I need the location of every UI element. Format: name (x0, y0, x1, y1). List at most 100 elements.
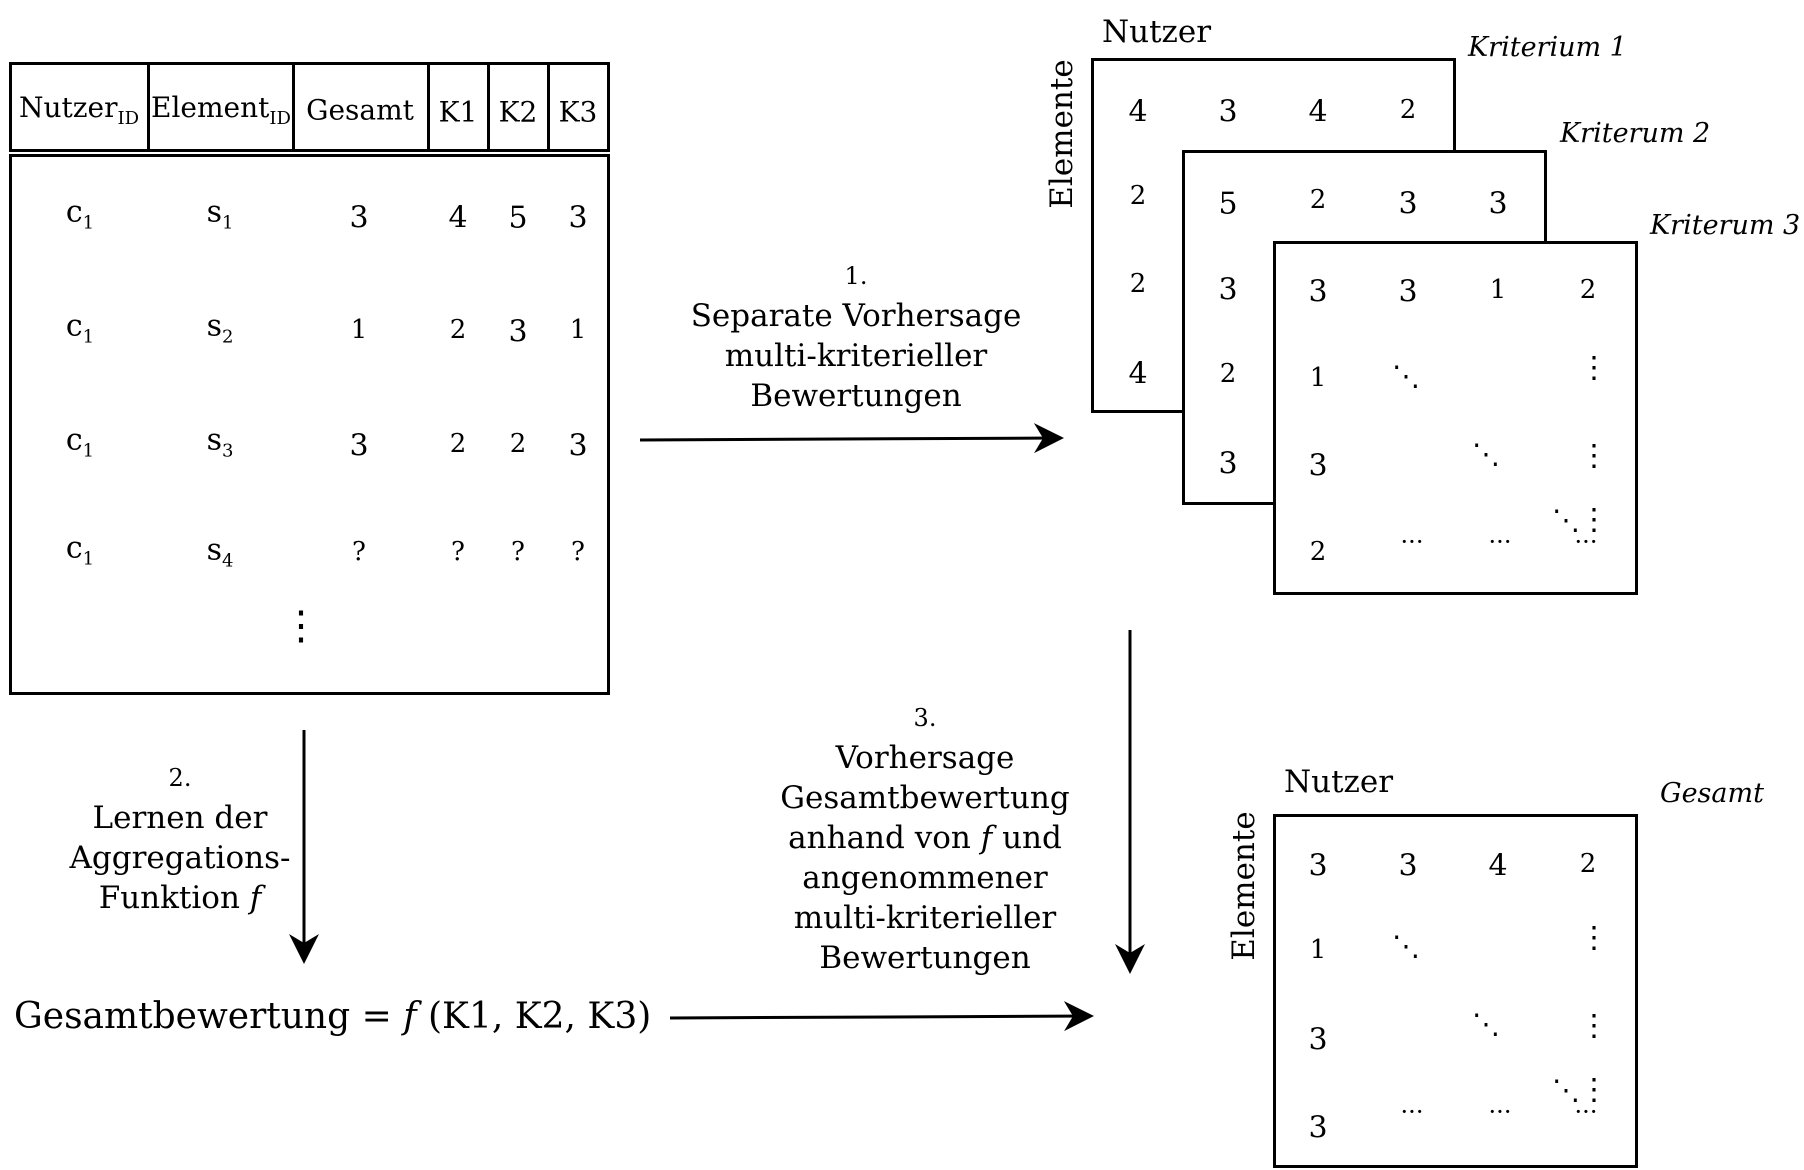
crit3-cell: 1 (1309, 363, 1327, 393)
total-cell: 1 (1309, 935, 1327, 965)
header-k1: K1 (438, 95, 478, 129)
step2-line3: Funktion f (98, 880, 262, 916)
col-divider (427, 62, 430, 152)
crit1-cell: 2 (1399, 95, 1417, 125)
step2-line2: Aggregations- (69, 840, 291, 876)
total-diagonal-dots: ⋱ (1472, 1007, 1500, 1041)
table-cell-k2: 5 (508, 200, 528, 236)
total-horizontal-dots: ··· (1400, 1098, 1424, 1126)
total-cell: 3 (1308, 1022, 1328, 1058)
crit1-cell: 4 (1308, 94, 1328, 130)
col-divider (547, 62, 550, 152)
crit3-cell: 3 (1308, 274, 1328, 310)
crit3-vertical-dots: ⋮ (1579, 438, 1609, 474)
table-cell-k3: 3 (568, 200, 588, 236)
crit3-diagonal-dots: ⋱ (1472, 437, 1500, 471)
crit3-cell: 3 (1308, 448, 1328, 484)
crit3-cell: 1 (1489, 275, 1507, 305)
total-diagonal-dots: ⋱ (1552, 1073, 1580, 1107)
crit2-cell: 2 (1309, 185, 1327, 215)
table-cell-k3: ? (571, 537, 585, 567)
matrix-items-label-bottom: Elemente (1226, 811, 1262, 961)
table-cell-k2: 2 (509, 429, 527, 459)
step3-line1: Vorhersage (835, 740, 1015, 776)
col-divider (487, 62, 490, 152)
total-vertical-dots: ⋮ (1579, 1008, 1609, 1044)
total-cell: 3 (1308, 848, 1328, 884)
table-cell-k3: 3 (568, 428, 588, 464)
arrow-formula (669, 1001, 1094, 1032)
table-body (9, 154, 610, 695)
crit2-cell: 3 (1398, 186, 1418, 222)
step1-line1: Separate Vorhersage (690, 298, 1022, 334)
table-cell-user: c1 (65, 422, 95, 462)
table-cell-total: ? (352, 537, 366, 567)
matrix-users-label-bottom: Nutzer (1284, 764, 1394, 800)
matrix-users-label-top: Nutzer (1102, 14, 1212, 50)
table-cell-item: s1 (206, 194, 234, 234)
crit3-horizontal-dots: ··· (1488, 528, 1512, 556)
table-cell-total: 1 (350, 315, 368, 345)
table-cell-k1: 4 (448, 200, 468, 236)
table-cell-k1: ? (451, 537, 465, 567)
crit1-cell: 3 (1218, 94, 1238, 130)
matrix-criterion-2-title: Kriterum 2 (1560, 118, 1711, 149)
table-cell-k3: 1 (569, 315, 587, 345)
table-cell-total: 3 (349, 200, 369, 236)
crit1-cell: 4 (1128, 356, 1148, 392)
table-cell-user: c1 (65, 308, 95, 348)
crit3-cell: 2 (1309, 537, 1327, 567)
header-user: NutzerID (18, 91, 140, 129)
table-continuation-dots: ⋮ (281, 603, 321, 649)
step3-line6: Bewertungen (819, 940, 1031, 976)
matrix-criterion-1-title: Kriterium 1 (1468, 32, 1627, 63)
crit1-cell: 2 (1129, 269, 1147, 299)
table-cell-k1: 2 (449, 315, 467, 345)
table-cell-item: s3 (206, 422, 234, 462)
table-cell-item: s4 (206, 532, 234, 572)
crit2-cell: 5 (1218, 186, 1238, 222)
table-cell-item: s2 (206, 308, 234, 348)
table-header (9, 62, 610, 152)
table-cell-user: c1 (65, 530, 95, 570)
total-horizontal-dots: ··· (1574, 1098, 1598, 1126)
crit2-cell: 2 (1219, 359, 1237, 389)
crit3-cell: 2 (1579, 275, 1597, 305)
arrow-step1 (639, 423, 1064, 454)
total-diagonal-dots: ⋱ (1392, 929, 1420, 963)
crit2-cell: 3 (1488, 186, 1508, 222)
crit2-cell: 3 (1218, 272, 1238, 308)
step1-number: 1. (844, 262, 868, 290)
step3-label: 3. Vorhersage Gesamtbewertung anhand von… (770, 698, 1080, 978)
crit1-cell: 2 (1129, 181, 1147, 211)
step3-line4: angenommener (802, 860, 1048, 896)
matrix-total (1273, 814, 1638, 1168)
matrix-criterion-3 (1273, 241, 1638, 595)
header-element: ElementID (151, 91, 291, 129)
table-cell-k2: ? (511, 537, 525, 567)
crit3-horizontal-dots: ··· (1574, 528, 1598, 556)
matrix-criterion-3-title: Kriterum 3 (1650, 210, 1801, 241)
step3-line5: multi-kriterieller (793, 900, 1057, 936)
matrix-total-title: Gesamt (1660, 778, 1764, 809)
total-cell: 3 (1398, 848, 1418, 884)
crit2-cell: 3 (1218, 446, 1238, 482)
header-total: Gesamt (306, 93, 414, 127)
total-cell: 4 (1488, 848, 1508, 884)
total-vertical-dots: ⋮ (1579, 1072, 1609, 1108)
aggregation-formula: Gesamtbewertung = f (K1, K2, K3) (14, 996, 652, 1037)
crit3-horizontal-dots: ··· (1400, 528, 1424, 556)
table-cell-k2: 3 (508, 314, 528, 350)
crit3-vertical-dots: ⋮ (1579, 350, 1609, 386)
matrix-items-label-top: Elemente (1044, 59, 1080, 209)
crit3-diagonal-dots: ⋱ (1392, 359, 1420, 393)
total-horizontal-dots: ··· (1488, 1098, 1512, 1126)
header-k2: K2 (498, 95, 538, 129)
step2-line1: Lernen der (92, 800, 268, 836)
table-cell-user: c1 (65, 194, 95, 234)
total-cell: 3 (1308, 1110, 1328, 1146)
step2-label: 2. Lernen der Aggregations- Funktion f (40, 758, 320, 918)
crit1-cell: 4 (1128, 94, 1148, 130)
table-cell-total: 3 (349, 428, 369, 464)
crit3-diagonal-dots: ⋱ (1552, 503, 1580, 537)
